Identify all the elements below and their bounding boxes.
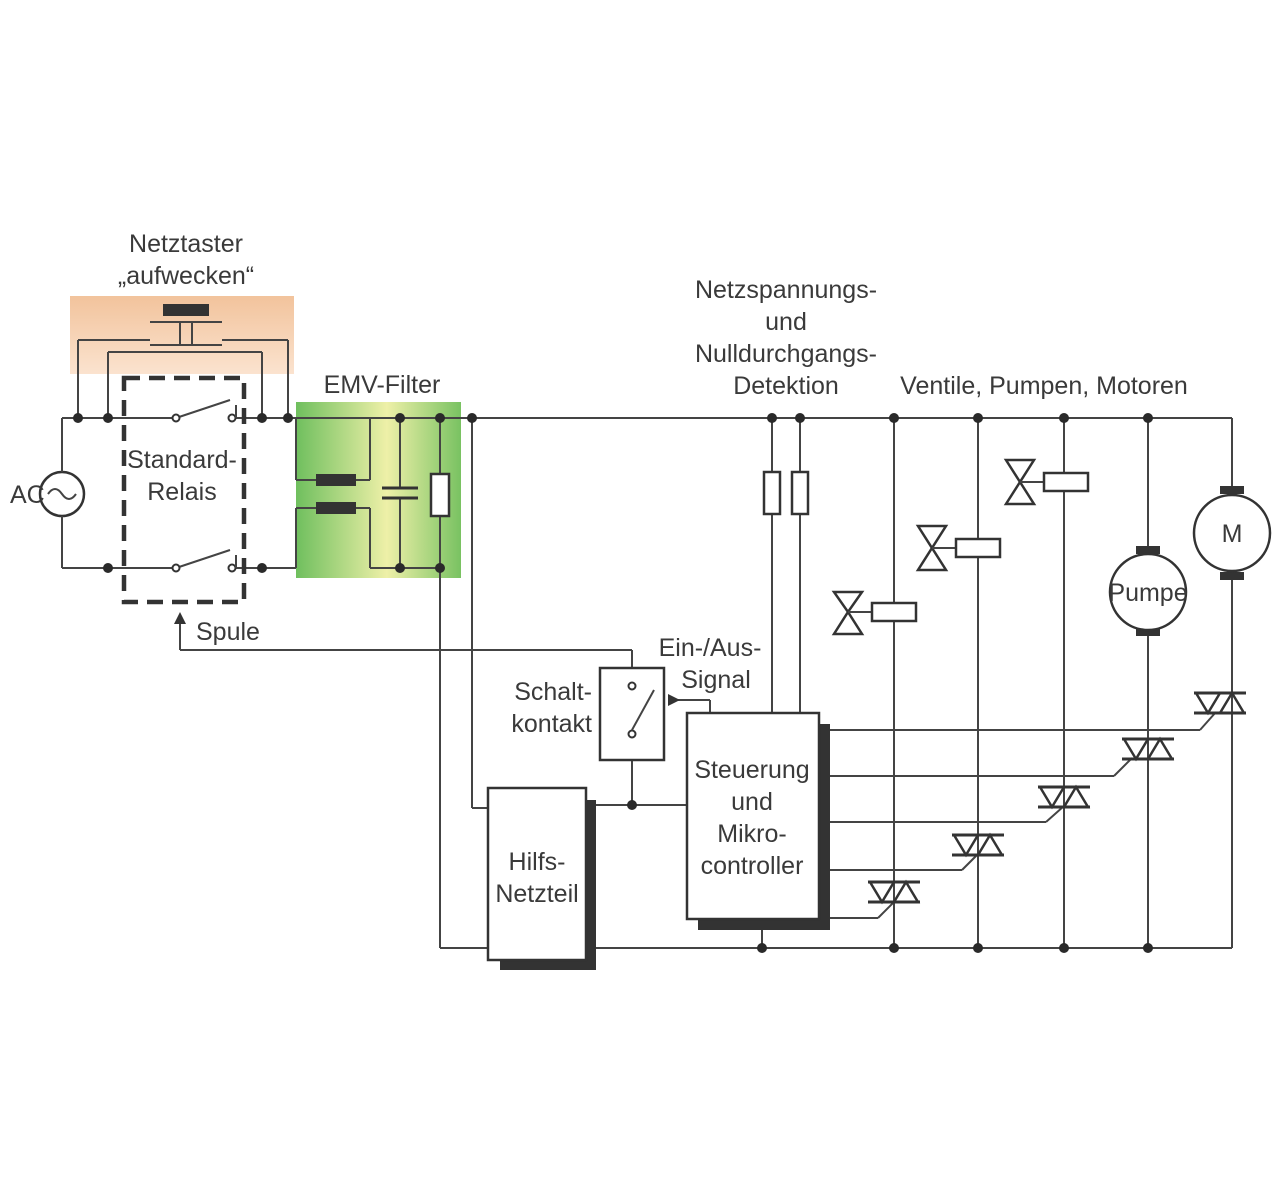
label-netztaster: Netztaster	[129, 230, 243, 258]
label-detection-2: und	[765, 308, 807, 336]
label-detection-1: Netzspannungs-	[695, 276, 877, 304]
label-hilfs-2: Netzteil	[495, 880, 578, 908]
load-branches	[830, 418, 1233, 948]
triac-1	[867, 879, 921, 905]
label-schalt-2: kontakt	[511, 710, 592, 738]
label-detection-3: Nulldurchgangs-	[695, 340, 877, 368]
label-ein-aus-2: Signal	[681, 666, 751, 694]
microcontroller-box	[685, 711, 830, 930]
hilfs-netzteil-box	[486, 786, 596, 970]
label-mcu-3: Mikro-	[717, 820, 786, 848]
motor-symbol	[1192, 486, 1272, 580]
label-spule: Spule	[196, 618, 260, 646]
standard-relay	[121, 375, 247, 605]
pump-symbol	[1108, 546, 1188, 636]
label-mcu-1: Steuerung	[694, 756, 809, 784]
label-mcu-2: und	[731, 788, 773, 816]
triac-2	[951, 832, 1005, 858]
label-loads: Ventile, Pumpen, Motoren	[900, 372, 1188, 400]
junction-dots	[73, 413, 1153, 953]
netztaster-symbol	[77, 304, 289, 418]
label-motor: M	[1222, 520, 1243, 548]
valve-1	[831, 590, 918, 636]
ac-source	[38, 418, 86, 568]
label-relay-1: Standard-	[127, 446, 237, 474]
emv-filter-components	[316, 472, 451, 518]
triac-4	[1121, 736, 1175, 762]
label-aufwecken: „aufwecken“	[118, 262, 254, 290]
valve-2	[915, 524, 1002, 572]
label-ein-aus-1: Ein-/Aus-	[659, 634, 762, 662]
label-pumpe: Pumpe	[1108, 579, 1187, 607]
detection-resistor-1	[762, 470, 782, 516]
detection-resistor-2	[790, 470, 810, 516]
label-relay-2: Relais	[147, 478, 216, 506]
label-hilfs-1: Hilfs-	[509, 848, 566, 876]
schaltkontakt-box	[598, 666, 680, 762]
label-ac: AC	[10, 481, 45, 509]
label-schalt-1: Schalt-	[514, 678, 592, 706]
label-mcu-4: controller	[701, 852, 804, 880]
triac-5	[1193, 690, 1247, 716]
triac-3	[1037, 784, 1091, 810]
valve-3	[1003, 458, 1090, 506]
label-emv-filter: EMV-Filter	[324, 371, 441, 399]
spule-arrow	[174, 612, 186, 624]
label-detection-4: Detektion	[733, 372, 839, 400]
